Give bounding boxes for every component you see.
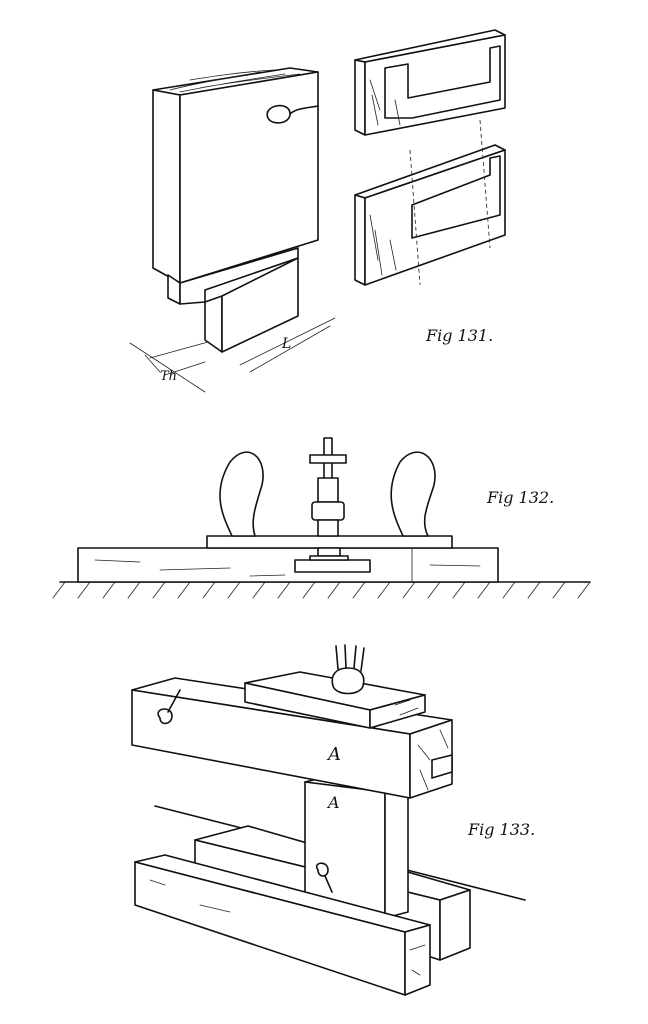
fig132-caption: Fig 132. bbox=[487, 488, 555, 507]
fig133-front-rail bbox=[134, 854, 431, 996]
label-th: Th bbox=[160, 369, 177, 384]
fig131-dimension-th: Th bbox=[129, 341, 209, 393]
fig133-hammer bbox=[331, 644, 365, 695]
fig131-tenoned-block bbox=[152, 67, 319, 353]
label-l: L bbox=[281, 336, 291, 352]
mark-a-upper: A bbox=[326, 744, 341, 765]
fig132-workpiece bbox=[77, 547, 499, 583]
fig133-driving-block bbox=[244, 671, 426, 729]
fig131-caption: Fig 131. bbox=[426, 326, 494, 345]
fig131-mortise-lower bbox=[354, 119, 506, 286]
fig132-ground bbox=[52, 581, 591, 599]
fig131-dimension-l: L bbox=[239, 317, 336, 373]
fig132-router-plane bbox=[206, 437, 453, 561]
fig133-caption: Fig 133. bbox=[468, 820, 536, 839]
mark-a-lower: A bbox=[326, 793, 340, 812]
fig131-mortise-upper bbox=[354, 29, 506, 136]
